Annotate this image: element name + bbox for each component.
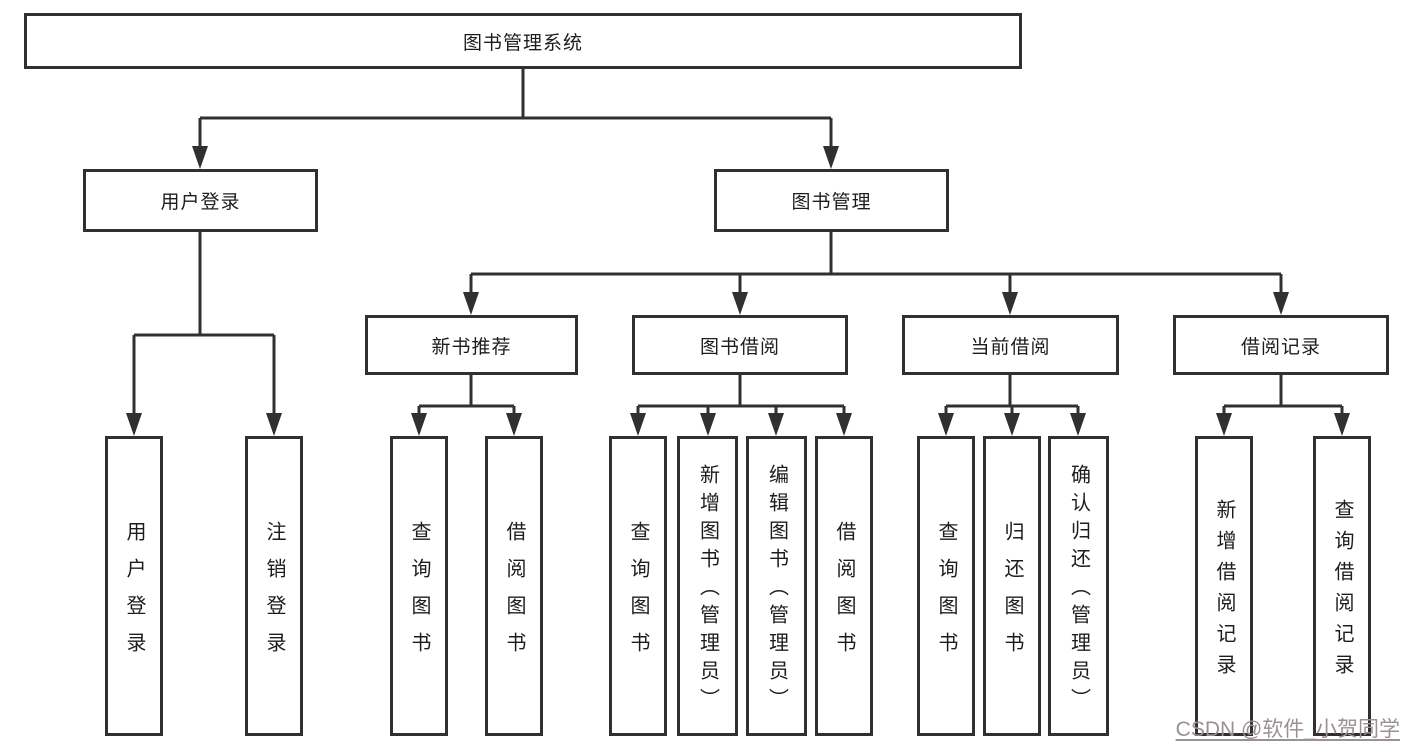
leaf-query-books-1: 查询图书 (390, 436, 448, 736)
leaf-borrow-books-1: 借阅图书 (485, 436, 543, 736)
leaf-borrow-books-2: 借阅图书 (815, 436, 873, 736)
leaf-label: 新增借阅记录 (1213, 498, 1235, 685)
leaf-label: 确认归还（管理员） (1067, 464, 1090, 716)
leaf-query-borrow-record: 查询借阅记录 (1313, 436, 1371, 736)
leaf-return-books: 归还图书 (983, 436, 1041, 736)
leaf-label: 编辑图书（管理员） (765, 464, 788, 716)
leaf-edit-books-admin: 编辑图书（管理员） (746, 436, 807, 736)
leaf-label: 查询图书 (935, 520, 957, 669)
leaf-label: 注销登录 (263, 520, 285, 669)
csdn-watermark: CSDN @软件_小贺同学 (1175, 718, 1400, 741)
leaf-label: 查询图书 (408, 520, 430, 669)
leaf-label: 用户登录 (123, 520, 145, 669)
node-book-management: 图书管理 (714, 169, 949, 232)
leaf-add-books-admin: 新增图书（管理员） (677, 436, 738, 736)
leaf-user-login: 用户登录 (105, 436, 163, 736)
leaf-label: 查询图书 (627, 520, 649, 669)
leaf-label: 新增图书（管理员） (696, 464, 719, 716)
node-current-borrow: 当前借阅 (902, 315, 1119, 375)
node-new-book-recommend: 新书推荐 (365, 315, 578, 375)
leaf-label: 查询借阅记录 (1331, 498, 1353, 685)
node-borrow-records: 借阅记录 (1173, 315, 1389, 375)
leaf-label: 借阅图书 (833, 520, 855, 669)
leaf-add-borrow-record: 新增借阅记录 (1195, 436, 1253, 736)
leaf-query-books-3: 查询图书 (917, 436, 975, 736)
node-library-management-system: 图书管理系统 (24, 13, 1022, 69)
node-book-borrow: 图书借阅 (632, 315, 848, 375)
leaf-logout: 注销登录 (245, 436, 303, 736)
leaf-label: 借阅图书 (503, 520, 525, 669)
leaf-query-books-2: 查询图书 (609, 436, 667, 736)
leaf-label: 归还图书 (1001, 520, 1023, 669)
node-user-login: 用户登录 (83, 169, 318, 232)
leaf-confirm-return-admin: 确认归还（管理员） (1048, 436, 1109, 736)
